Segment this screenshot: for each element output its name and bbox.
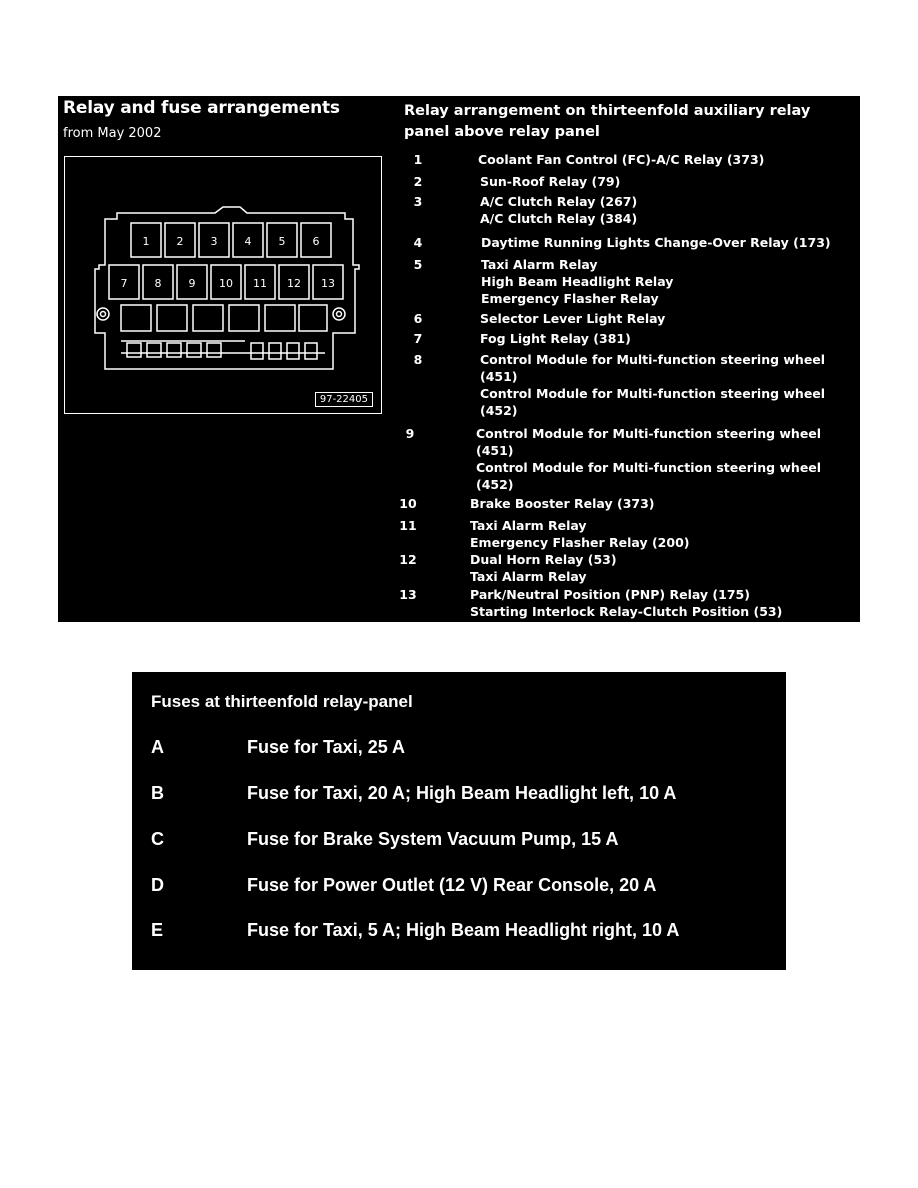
relay-desc-line: High Beam Headlight Relay: [481, 274, 674, 289]
relay-number: 10: [399, 496, 417, 511]
slot-label-11: 11: [253, 277, 267, 290]
relay-number: 13: [399, 587, 417, 602]
relay-desc-line: Daytime Running Lights Change-Over Relay…: [481, 235, 831, 250]
slot-label-8: 8: [155, 277, 162, 290]
relay-number: 7: [413, 331, 423, 346]
relay-desc-line: Park/Neutral Position (PNP) Relay (175): [470, 587, 750, 602]
relay-desc-line: Taxi Alarm Relay: [470, 569, 587, 584]
relay-number: 3: [413, 194, 423, 209]
fuse-letter: D: [151, 875, 164, 895]
slot-label-2: 2: [177, 235, 184, 248]
relay-number: 2: [413, 174, 423, 189]
page-subtitle: from May 2002: [63, 126, 162, 141]
relay-desc-line: Sun-Roof Relay (79): [480, 174, 621, 189]
relay-desc-line: Selector Lever Light Relay: [480, 311, 666, 326]
relay-desc-line: (452): [476, 477, 514, 492]
relay-desc-line: Dual Horn Relay (53): [470, 552, 617, 567]
fuse-description: Fuse for Taxi, 25 A: [247, 737, 406, 757]
relay-desc-line: (451): [480, 369, 518, 384]
relay-desc-line: (452): [480, 403, 518, 418]
slot-label-6: 6: [313, 235, 320, 248]
relay-desc-line: A/C Clutch Relay (384): [480, 211, 638, 226]
relay-list-title: Relay arrangement on thirteenfold auxili…: [404, 103, 811, 140]
relay-desc-line: Starting Interlock Relay-Clutch Position…: [470, 604, 783, 619]
slot-label-5: 5: [279, 235, 286, 248]
slot-label-4: 4: [245, 235, 252, 248]
relay-panel-diagram: 1 2 3 4 5 6 7 8 9 10 11 12 13 97-22405: [64, 156, 382, 414]
fuse-description: Fuse for Taxi, 20 A; High Beam Headlight…: [247, 783, 677, 803]
fuse-panel: Fuses at thirteenfold relay-panel A Fuse…: [132, 672, 786, 970]
relay-number: 6: [413, 311, 423, 326]
slot-label-9: 9: [189, 277, 196, 290]
fuse-letter: C: [151, 829, 164, 849]
relay-desc-line: Control Module for Multi-function steeri…: [476, 460, 822, 475]
fuse-description: Fuse for Power Outlet (12 V) Rear Consol…: [247, 875, 657, 895]
slot-label-7: 7: [121, 277, 128, 290]
relay-number: 11: [399, 518, 417, 533]
relay-desc-line: (451): [476, 443, 514, 458]
fuse-letter: B: [151, 783, 164, 803]
relay-desc-line: Control Module for Multi-function steeri…: [476, 426, 822, 441]
relay-desc-line: Control Module for Multi-function steeri…: [480, 386, 826, 401]
fuse-description: Fuse for Taxi, 5 A; High Beam Headlight …: [247, 920, 680, 940]
slot-label-1: 1: [143, 235, 150, 248]
relay-desc-line: Taxi Alarm Relay: [470, 518, 587, 533]
relay-desc-line: Emergency Flasher Relay (200): [470, 535, 690, 550]
relay-number: 4: [413, 235, 423, 250]
relay-desc-line: Fog Light Relay (381): [480, 331, 631, 346]
relay-number: 1: [413, 152, 423, 167]
slot-label-10: 10: [219, 277, 233, 290]
relay-desc-line: Taxi Alarm Relay: [481, 257, 598, 272]
relay-panel-drawing: 1 2 3 4 5 6 7 8 9 10 11 12 13: [94, 206, 360, 370]
relay-desc-line: A/C Clutch Relay (267): [480, 194, 638, 209]
fuse-panel-title: Fuses at thirteenfold relay-panel: [151, 692, 413, 711]
relay-desc-line: Coolant Fan Control (FC)-A/C Relay (373): [478, 152, 765, 167]
fuse-description: Fuse for Brake System Vacuum Pump, 15 A: [247, 829, 619, 849]
relay-number: 9: [405, 426, 415, 441]
page-title: Relay and fuse arrangements: [63, 98, 340, 118]
relay-desc-line: Brake Booster Relay (373): [470, 496, 655, 511]
fuse-letter: E: [151, 920, 164, 940]
relay-desc-line: Control Module for Multi-function steeri…: [480, 352, 826, 367]
slot-label-3: 3: [211, 235, 218, 248]
slot-label-13: 13: [321, 277, 335, 290]
slot-label-12: 12: [287, 277, 301, 290]
relay-number: 8: [413, 352, 423, 367]
relay-desc-line: Emergency Flasher Relay: [481, 291, 659, 306]
relay-number: 5: [413, 257, 423, 272]
diagram-reference-label: 97-22405: [314, 392, 373, 407]
fuse-letter: A: [151, 737, 164, 757]
relay-number: 12: [399, 552, 417, 567]
relay-arrangement-panel: Relay and fuse arrangements from May 200…: [58, 96, 860, 622]
